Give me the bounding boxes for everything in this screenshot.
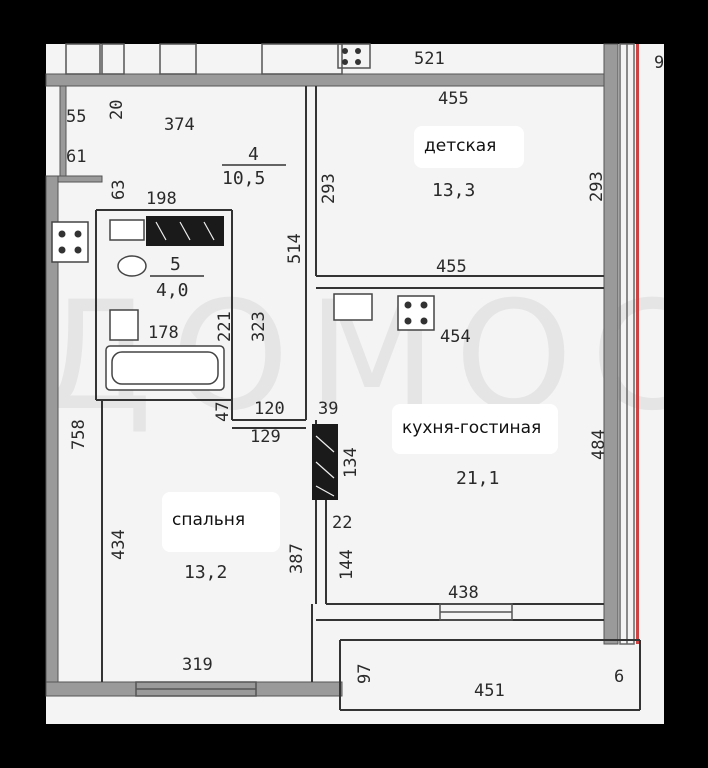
dim-55: 55 bbox=[66, 107, 86, 127]
dim-47: 47 bbox=[213, 402, 233, 422]
bedroom-area: 13,2 bbox=[184, 562, 227, 583]
bathroom-fixtures bbox=[105, 219, 225, 391]
kitchen-fixtures bbox=[51, 221, 435, 331]
dim-120: 120 bbox=[254, 399, 285, 419]
hall-number: 4 bbox=[248, 144, 259, 165]
window-red-edge bbox=[636, 44, 639, 644]
dim-434: 434 bbox=[109, 529, 129, 560]
dim-521: 521 bbox=[414, 49, 445, 69]
dim-20: 20 bbox=[107, 100, 127, 120]
dim-144: 144 bbox=[337, 549, 357, 580]
dim-293-left: 293 bbox=[319, 173, 339, 204]
dim-22: 22 bbox=[332, 513, 352, 533]
top-stove-icon bbox=[342, 48, 361, 65]
hall-area: 10,5 bbox=[222, 168, 265, 189]
dim-438: 438 bbox=[448, 583, 479, 603]
dim-514: 514 bbox=[285, 233, 305, 264]
dim-758: 758 bbox=[69, 419, 89, 450]
top-strip bbox=[65, 43, 371, 75]
dim-178: 178 bbox=[148, 323, 179, 343]
dim-39: 39 bbox=[318, 399, 338, 419]
dim-9: 9 bbox=[654, 53, 664, 73]
bathroom-area: 4,0 bbox=[156, 280, 189, 301]
right-window bbox=[619, 43, 635, 645]
dim-484: 484 bbox=[589, 429, 609, 460]
dim-319: 319 bbox=[182, 655, 213, 675]
dim-451: 451 bbox=[474, 681, 505, 701]
room-label-children: детская bbox=[414, 126, 524, 168]
dim-387: 387 bbox=[287, 543, 307, 574]
dim-61: 61 bbox=[66, 147, 86, 167]
dim-63: 63 bbox=[109, 180, 129, 200]
dim-455-mid: 455 bbox=[436, 257, 467, 277]
dim-129: 129 bbox=[250, 427, 281, 447]
bathroom-number: 5 bbox=[170, 254, 181, 275]
kitchen-area: 21,1 bbox=[456, 468, 499, 489]
vent-shaft-marks bbox=[155, 221, 335, 497]
outer-walls bbox=[45, 43, 619, 697]
kitchen-stove-icon bbox=[58, 230, 428, 325]
dim-97: 97 bbox=[355, 664, 375, 684]
dim-198: 198 bbox=[146, 189, 177, 209]
children-area: 13,3 bbox=[432, 180, 475, 201]
dim-323: 323 bbox=[249, 311, 269, 342]
room-label-bedroom: спальня bbox=[162, 492, 280, 552]
room-label-kitchen-living: кухня-гостиная bbox=[392, 404, 558, 454]
area-dividers bbox=[150, 164, 286, 277]
dim-134: 134 bbox=[341, 447, 361, 478]
dim-455-top: 455 bbox=[438, 89, 469, 109]
dim-454: 454 bbox=[440, 327, 471, 347]
dim-293-right: 293 bbox=[587, 171, 607, 202]
dim-221: 221 bbox=[215, 311, 235, 342]
bottom-windows bbox=[135, 603, 513, 697]
dim-6: 6 bbox=[614, 667, 624, 687]
dim-374: 374 bbox=[164, 115, 195, 135]
